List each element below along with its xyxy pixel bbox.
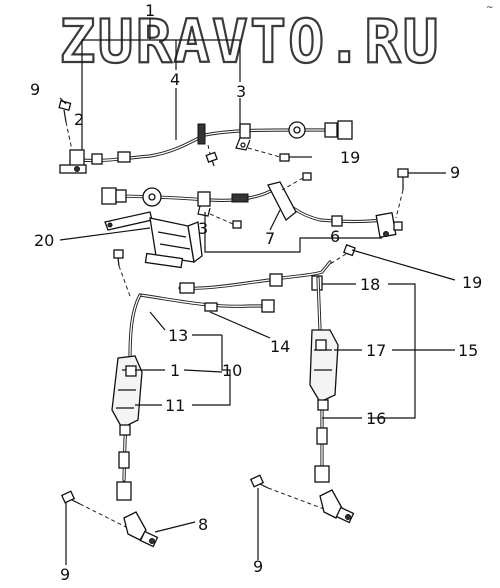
callout-20: 20 bbox=[34, 231, 54, 250]
callout-7: 7 bbox=[265, 229, 275, 248]
callout-15: 15 bbox=[458, 341, 478, 360]
bolt-left-harness bbox=[113, 249, 131, 297]
left-wheel-sensor-harness bbox=[111, 293, 143, 501]
callout-6: 6 bbox=[330, 227, 340, 246]
bolt-9-bottom-mid bbox=[249, 474, 333, 513]
wheel-speed-sensor-8-right bbox=[319, 489, 355, 524]
callout-3-top: 3 bbox=[236, 82, 246, 101]
callout-labels: 1 4 3 9 2 19 9 20 3 7 6 19 18 13 14 17 1… bbox=[30, 1, 482, 584]
right-wheel-sensor-harness bbox=[309, 276, 339, 483]
callout-18: 18 bbox=[360, 275, 380, 294]
wheel-speed-sensor-8-left bbox=[123, 511, 159, 548]
callout-10: 10 bbox=[222, 361, 242, 380]
callout-9-right: 9 bbox=[450, 163, 460, 182]
callout-1-mid: 1 bbox=[170, 361, 180, 380]
bolt-19-right bbox=[329, 244, 356, 265]
callout-3-mid: 3 bbox=[198, 219, 208, 238]
callout-9-bottom-mid: 9 bbox=[253, 557, 263, 576]
lower-harness-assembly bbox=[138, 260, 332, 313]
callout-11: 11 bbox=[165, 396, 185, 415]
callout-17: 17 bbox=[366, 341, 386, 360]
callout-9-left-top: 9 bbox=[30, 80, 40, 99]
control-module-20 bbox=[104, 211, 203, 269]
callout-16: 16 bbox=[366, 409, 386, 428]
bolt-9-bottom-left bbox=[60, 490, 133, 531]
bolt-3-mid bbox=[209, 213, 242, 229]
callout-2: 2 bbox=[74, 110, 84, 129]
bolt-9-upper-left bbox=[58, 100, 73, 151]
leader-lines bbox=[59, 18, 456, 565]
bolt-upper-harness bbox=[205, 144, 218, 167]
bolt-mid-harness bbox=[281, 172, 312, 191]
callout-9-bottom-left: 9 bbox=[60, 565, 70, 584]
corner-mark: ~ bbox=[486, 3, 494, 13]
bolt-19-mid bbox=[247, 147, 298, 162]
bolt-9-right bbox=[395, 168, 409, 219]
callout-19-mid: 19 bbox=[340, 148, 360, 167]
callout-19-right: 19 bbox=[462, 273, 482, 292]
callout-8: 8 bbox=[198, 515, 208, 534]
callout-14: 14 bbox=[270, 337, 290, 356]
watermark-text: ZURAVTO.RU bbox=[59, 7, 440, 77]
callout-1-top: 1 bbox=[145, 1, 155, 20]
middle-harness-assembly bbox=[101, 181, 403, 238]
callout-13: 13 bbox=[168, 326, 188, 345]
upper-harness-assembly bbox=[59, 120, 353, 174]
callout-4: 4 bbox=[170, 70, 180, 89]
